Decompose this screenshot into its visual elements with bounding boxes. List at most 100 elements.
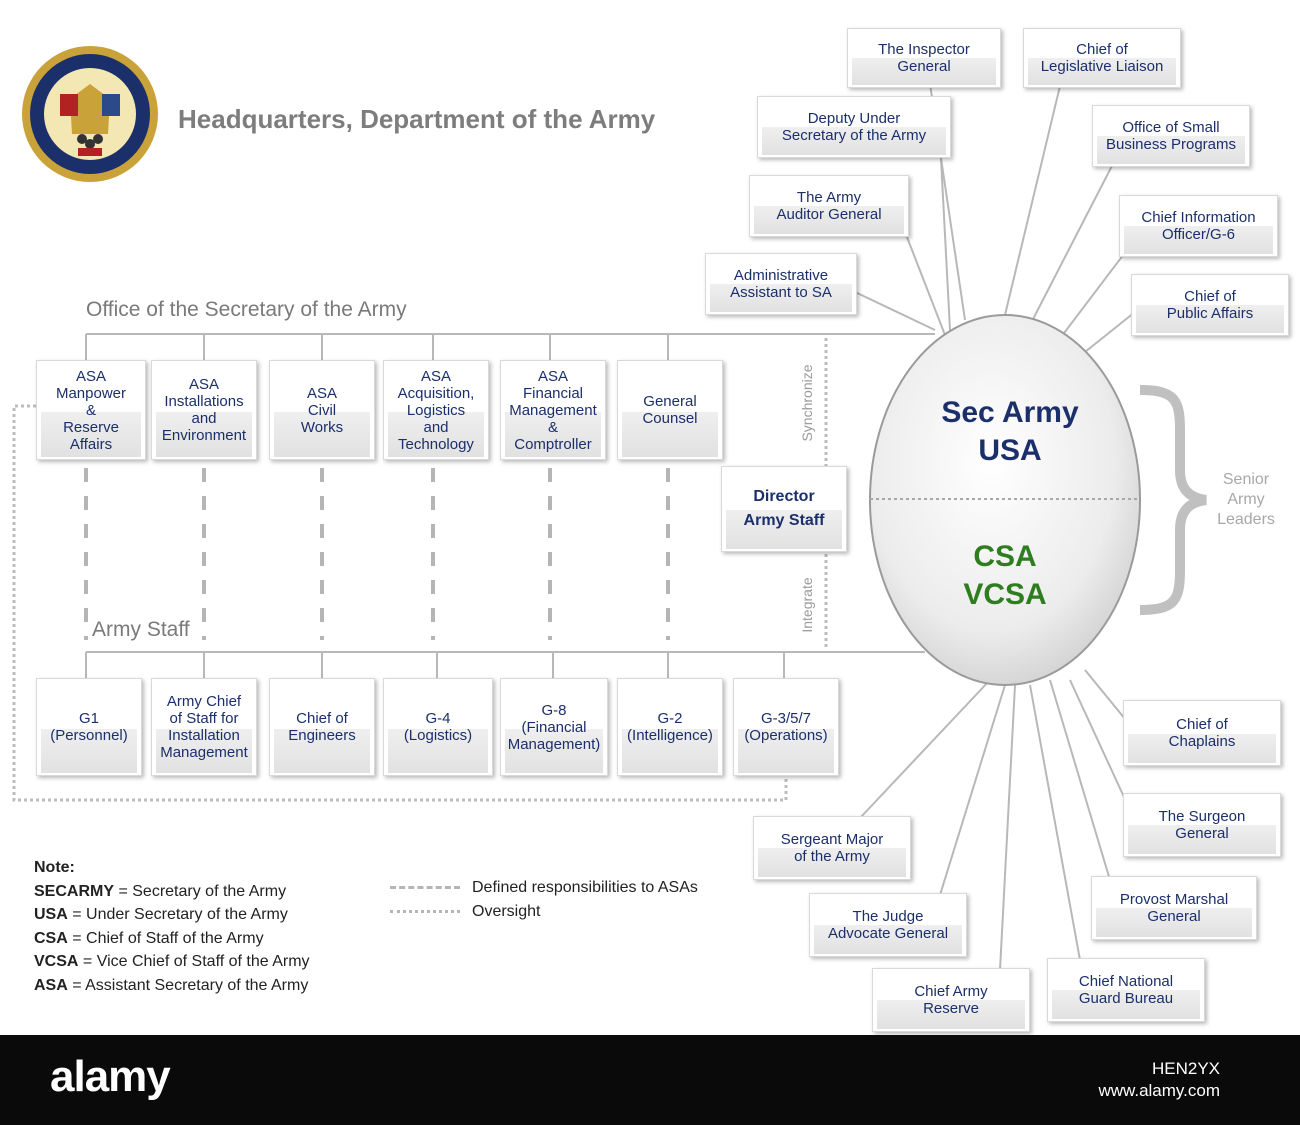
surgeon-general-box: The Surgeon General <box>1123 793 1281 857</box>
note-text: = Vice Chief of Staff of the Army <box>78 953 310 970</box>
box-label: The Judge Advocate General <box>827 908 949 942</box>
box-label: Chief National Guard Bureau <box>1078 973 1174 1007</box>
note-abbr: ASA <box>34 976 68 994</box>
box-label: Deputy Under Secretary of the Army <box>781 110 927 144</box>
box-label: G-8 (Financial Management) <box>507 701 601 753</box>
box-label: General Counsel <box>642 393 698 427</box>
box-label: Office of Small Business Programs <box>1105 119 1237 153</box>
note-abbr: VCSA <box>34 953 79 970</box>
note-item: CSA = Chief of Staff of the Army <box>34 927 310 951</box>
note-abbr: USA <box>34 906 68 923</box>
note-text: = Under Secretary of the Army <box>67 906 288 923</box>
g357-box: G-3/5/7 (Operations) <box>733 678 839 776</box>
g4-box: G-4 (Logistics) <box>383 678 493 776</box>
site-url: www.alamy.com <box>1098 1081 1220 1100</box>
box-label: Chief of Chaplains <box>1168 716 1236 750</box>
integrate-label: Integrate <box>799 577 815 633</box>
deputy-under-secretary-box: Deputy Under Secretary of the Army <box>757 96 951 158</box>
box-label: G1 (Personnel) <box>50 710 128 744</box>
box-label: Chief of Legislative Liaison <box>1040 41 1164 75</box>
dotted-line-swatch <box>390 909 460 913</box>
note-text: = Chief of Staff of the Army <box>67 929 264 947</box>
alamy-logo: alamy <box>50 1052 171 1101</box>
legend: Defined responsibilities to ASAs Oversig… <box>390 876 698 923</box>
g8-box: G-8 (Financial Management) <box>500 678 608 776</box>
box-label: G-4 (Logistics) <box>403 710 473 744</box>
section-label-army-staff: Army Staff <box>92 618 190 641</box>
box-label: ASA Financial Management & Comptroller <box>509 367 597 453</box>
note-abbr: SECARMY <box>34 882 115 900</box>
director-line2: Army Staff <box>743 512 825 529</box>
oval-csa-vcsa: CSA VCSA <box>963 540 1047 611</box>
box-label: Administrative Assistant to SA <box>730 267 832 301</box>
army-seal-icon <box>22 46 158 182</box>
box-label: The Army Auditor General <box>776 189 882 223</box>
note-abbr: CSA <box>34 929 68 947</box>
box-label: The Inspector General <box>878 41 970 75</box>
box-label: Chief Army Reserve <box>914 983 988 1017</box>
box-label: Chief of Public Affairs <box>1166 288 1254 322</box>
section-label-osa: Office of the Secretary of the Army <box>86 298 407 321</box>
army-seal-logo <box>20 44 160 184</box>
box-label: The Surgeon General <box>1158 808 1246 842</box>
box-label: ASA Installations and Environment <box>161 376 247 444</box>
legend-dotted-label: Oversight <box>472 902 541 920</box>
judge-advocate-general-box: The Judge Advocate General <box>809 893 967 957</box>
acsim-box: Army Chief of Staff for Installation Man… <box>151 678 257 776</box>
box-label: Provost Marshal General <box>1119 891 1229 925</box>
legend-row-dashed: Defined responsibilities to ASAs <box>390 876 698 900</box>
watermark-bar <box>0 1035 1300 1125</box>
chief-of-chaplains-box: Chief of Chaplains <box>1123 700 1281 766</box>
senior-army-leaders-label: Senior Army Leaders <box>1217 471 1275 528</box>
asa-financial-box: ASA Financial Management & Comptroller <box>500 360 606 460</box>
legislative-liaison-box: Chief of Legislative Liaison <box>1023 28 1181 88</box>
note-item: SECARMY = Secretary of the Army <box>34 880 310 904</box>
note-text: = Secretary of the Army <box>114 882 287 900</box>
national-guard-bureau-box: Chief National Guard Bureau <box>1047 958 1205 1022</box>
chief-information-officer-box: Chief Information Officer/G-6 <box>1119 195 1278 257</box>
note-item: USA = Under Secretary of the Army <box>34 903 310 927</box>
oval-sec-army-usa: Sec Army USA <box>941 396 1079 467</box>
army-auditor-general-box: The Army Auditor General <box>749 175 909 237</box>
box-label: ASA Acquisition, Logistics and Technolog… <box>397 367 475 453</box>
g1-box: G1 (Personnel) <box>36 678 142 776</box>
box-label: G-3/5/7 (Operations) <box>744 710 828 744</box>
notes-heading: Note: <box>34 859 75 876</box>
chief-army-reserve-box: Chief Army Reserve <box>872 968 1030 1032</box>
note-text: = Assistant Secretary of the Army <box>67 976 309 994</box>
box-label: Sergeant Major of the Army <box>780 831 884 865</box>
box-label: ASA Civil Works <box>300 384 344 436</box>
provost-marshal-box: Provost Marshal General <box>1091 876 1257 940</box>
box-label: Chief Information Officer/G-6 <box>1141 209 1256 243</box>
g2-box: G-2 (Intelligence) <box>617 678 723 776</box>
legend-dashed-label: Defined responsibilities to ASAs <box>472 879 698 896</box>
inspector-general-box: The Inspector General <box>847 28 1001 88</box>
note-item: ASA = Assistant Secretary of the Army <box>34 974 310 998</box>
sergeant-major-box: Sergeant Major of the Army <box>753 816 911 880</box>
director-line1: Director <box>753 488 815 505</box>
stock-id: HEN2YX www.alamy.com <box>1098 1058 1220 1102</box>
asa-manpower-box: ASA Manpower & Reserve Affairs <box>36 360 146 460</box>
box-label: ASA Manpower & Reserve Affairs <box>55 367 127 453</box>
legend-row-dotted: Oversight <box>390 900 698 924</box>
note-item: VCSA = Vice Chief of Staff of the Army <box>34 950 310 974</box>
box-label: Army Chief of Staff for Installation Man… <box>160 693 248 761</box>
asa-civil-works-box: ASA Civil Works <box>269 360 375 460</box>
synchronize-label: Synchronize <box>799 364 815 442</box>
administrative-assistant-box: Administrative Assistant to SA <box>705 253 857 315</box>
general-counsel-box: General Counsel <box>617 360 723 460</box>
chief-of-engineers-box: Chief of Engineers <box>269 678 375 776</box>
dashed-line-swatch <box>390 886 460 890</box>
asa-installations-box: ASA Installations and Environment <box>151 360 257 460</box>
asa-acquisition-box: ASA Acquisition, Logistics and Technolog… <box>383 360 489 460</box>
box-label: Chief of Engineers <box>288 710 356 744</box>
small-business-box: Office of Small Business Programs <box>1092 105 1250 167</box>
public-affairs-box: Chief of Public Affairs <box>1131 274 1289 336</box>
page-title: Headquarters, Department of the Army <box>178 104 656 134</box>
image-id: HEN2YX <box>1151 1059 1220 1078</box>
notes-block: Note: SECARMY = Secretary of the Army US… <box>34 856 310 997</box>
